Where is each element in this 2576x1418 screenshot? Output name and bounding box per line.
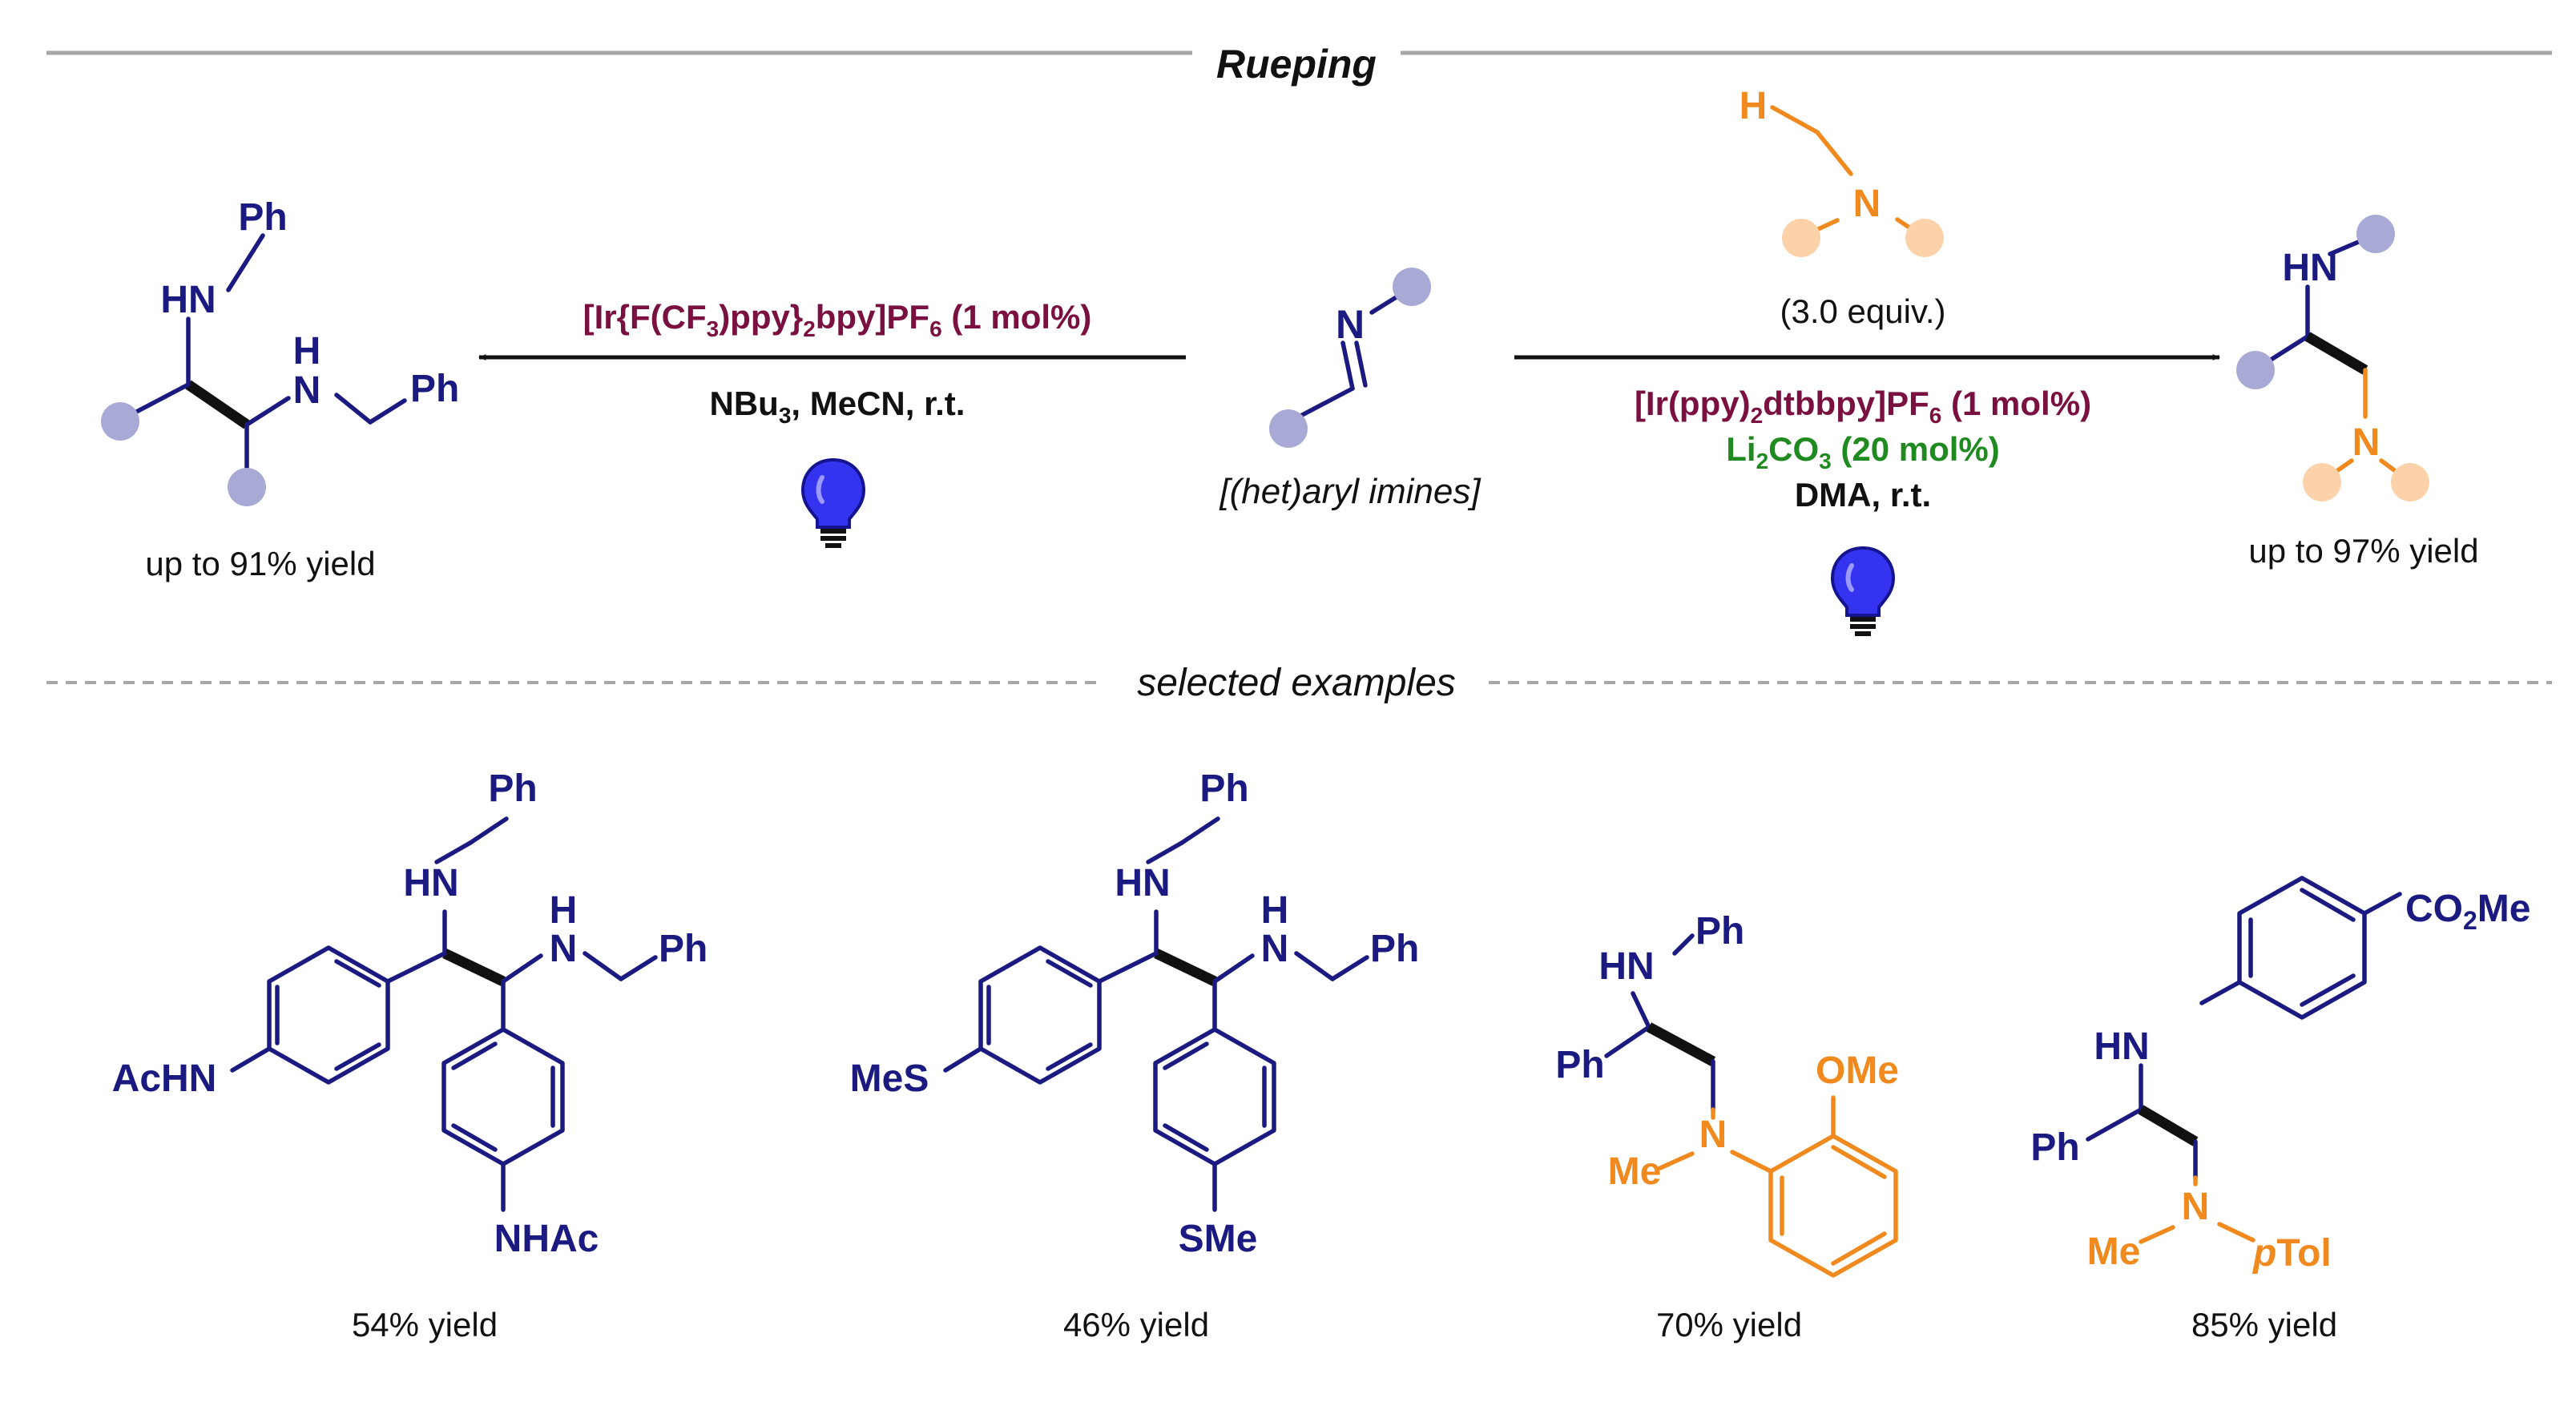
thioether-label: MeS	[850, 1057, 929, 1100]
thioether-label: SMe	[1179, 1218, 1258, 1260]
substituent-dot	[2236, 351, 2275, 389]
substituent-dot	[1269, 409, 1308, 448]
example-structure: Ph HN H N Ph MeS SMe	[850, 767, 1420, 1260]
substituent-dot	[2303, 463, 2341, 502]
amine-nh-label: HN	[160, 279, 216, 321]
imine-n-atom: N	[1336, 302, 1365, 347]
example-yield: 70% yield	[1656, 1306, 1802, 1343]
substituent-dot	[1393, 268, 1431, 306]
phenyl-label: Ph	[238, 196, 287, 239]
p-tolyl-label: pTol	[2251, 1232, 2332, 1275]
methyl-label: Me	[2087, 1231, 2141, 1273]
amine-h-label: H	[550, 889, 578, 932]
amine-reagent-structure: H N	[1740, 85, 1944, 257]
left-conditions: NBu3, MeCN, r.t.	[710, 385, 965, 428]
right-yield: up to 97% yield	[2248, 532, 2478, 570]
phenyl-label: Ph	[1370, 928, 1419, 970]
methyl-label: Me	[1608, 1150, 1662, 1193]
acetamido-label: AcHN	[112, 1057, 217, 1100]
section-label: selected examples	[1137, 662, 1456, 704]
phenyl-label: Ph	[1695, 910, 1744, 953]
acetamido-label: NHAc	[494, 1218, 599, 1260]
amine-nh-label: HN	[2282, 247, 2337, 289]
phenyl-label: Ph	[2030, 1126, 2079, 1169]
example-yield: 54% yield	[352, 1306, 498, 1343]
amine-n-label: N	[1261, 928, 1289, 970]
light-bulb-icon	[1830, 546, 1896, 636]
amine-n-label: N	[2352, 421, 2380, 464]
amine-n-label: N	[1853, 183, 1881, 225]
example-structure: HN Ph Ph N Me OMe	[1555, 910, 1899, 1278]
example-yield: 46% yield	[1063, 1306, 1209, 1343]
imine-label: [(het)aryl imines]	[1219, 472, 1482, 511]
amine-nh-label: HN	[403, 862, 458, 904]
substituent-dot	[2391, 463, 2429, 502]
example-structure: Ph HN H N Ph AcHN NHAc	[112, 767, 708, 1260]
example-structure: CO2Me HN Ph N Me pTol	[2030, 876, 2530, 1275]
phenyl-label: Ph	[488, 767, 537, 810]
amine-n-label: N	[2182, 1186, 2210, 1228]
amine-nh-label: HN	[2094, 1025, 2149, 1068]
right-catalyst: [Ir(ppy)2dtbbpy]PF6 (1 mol%)	[1635, 385, 2091, 428]
amine-n-label: N	[293, 369, 321, 412]
amine-h-label: H	[1261, 889, 1289, 932]
amine-nh-label: HN	[1598, 945, 1654, 988]
substituent-dot	[1905, 219, 1944, 257]
right-base: Li2CO3 (20 mol%)	[1726, 430, 2000, 473]
left-product-structure: Ph HN H N Ph	[101, 196, 459, 506]
phenyl-label: Ph	[1555, 1044, 1604, 1086]
amine-n-label: N	[550, 928, 578, 970]
left-yield: up to 91% yield	[145, 545, 375, 582]
right-solvent: DMA, r.t.	[1795, 476, 1931, 514]
phenyl-label: Ph	[410, 368, 459, 410]
left-catalyst: [Ir{F(CF3)ppy}2bpy]PF6 (1 mol%)	[583, 298, 1092, 341]
substituent-dot	[2356, 215, 2395, 253]
right-product-structure: HN N	[2236, 215, 2429, 502]
example-yield: 85% yield	[2191, 1306, 2337, 1343]
hydrogen-label: H	[1740, 85, 1768, 127]
methoxy-label: OMe	[1816, 1049, 1899, 1092]
amine-h-label: H	[293, 330, 321, 373]
substituent-dot	[1782, 219, 1820, 257]
phenyl-label: Ph	[659, 928, 707, 970]
phenyl-label: Ph	[1199, 767, 1248, 810]
reagent-equiv: (3.0 equiv.)	[1780, 292, 1946, 330]
substituent-dot	[228, 468, 266, 506]
substituent-dot	[101, 402, 139, 441]
ester-label: CO2Me	[2405, 888, 2530, 935]
header-title: Rueping	[1216, 42, 1377, 87]
light-bulb-icon	[800, 457, 866, 548]
imine-structure: N	[1269, 268, 1431, 448]
amine-nh-label: HN	[1115, 862, 1170, 904]
amine-n-label: N	[1699, 1114, 1727, 1156]
